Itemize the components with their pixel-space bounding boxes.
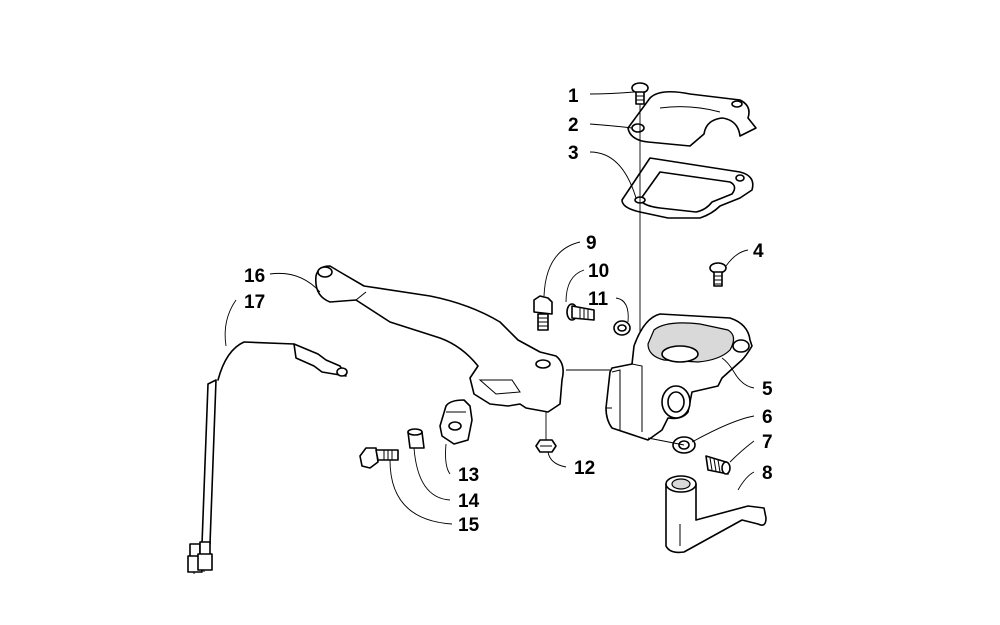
callout-12: 12 <box>574 458 595 479</box>
lever-bushing <box>613 320 631 336</box>
brake-switch-harness <box>187 341 348 574</box>
callout-15: 15 <box>458 515 480 536</box>
callout-5: 5 <box>762 379 773 400</box>
reservoir-cover <box>627 90 757 147</box>
lever-screw <box>566 303 595 321</box>
callout-17: 17 <box>244 292 265 313</box>
callout-6: 6 <box>762 407 773 428</box>
callout-11: 11 <box>588 289 609 310</box>
callout-14: 14 <box>458 491 480 512</box>
pivot-bolt <box>533 295 553 331</box>
callout-7: 7 <box>762 432 773 453</box>
throttle-lever <box>665 475 767 554</box>
reservoir-screw <box>709 262 727 287</box>
callout-10: 10 <box>588 261 609 282</box>
callout-3: 3 <box>568 143 579 164</box>
callout-labels: 1 2 3 4 5 6 7 8 9 10 11 12 13 14 15 16 1… <box>244 86 773 536</box>
bracket-spacer <box>407 428 425 449</box>
master-cylinder-body <box>605 313 753 441</box>
pivot-nut <box>535 439 557 453</box>
callout-leaders <box>224 91 755 525</box>
callout-1: 1 <box>568 86 579 107</box>
callout-13: 13 <box>458 465 479 486</box>
callout-9: 9 <box>586 233 597 254</box>
diaphragm-gasket <box>621 157 754 219</box>
washer-alignment-line <box>647 437 685 446</box>
callout-4: 4 <box>753 241 764 262</box>
brake-lever <box>314 265 564 413</box>
callout-16: 16 <box>244 266 265 287</box>
adjuster-set-screw <box>705 455 731 475</box>
callout-2: 2 <box>568 115 579 136</box>
cover-screw <box>631 82 649 105</box>
switch-bracket <box>439 399 473 445</box>
bracket-screw <box>359 447 399 469</box>
callout-8: 8 <box>762 463 773 484</box>
